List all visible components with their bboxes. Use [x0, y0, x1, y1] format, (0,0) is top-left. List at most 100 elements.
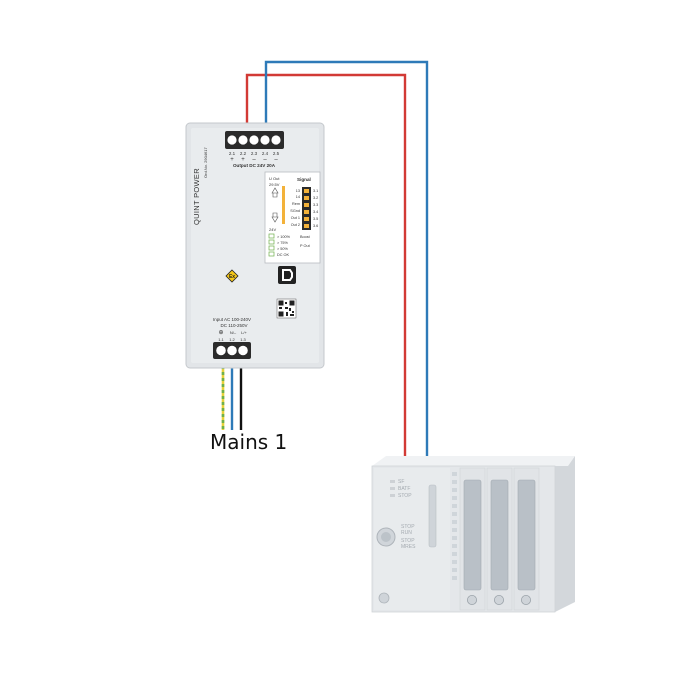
led-label: > 75%: [277, 241, 288, 245]
qr-module: [292, 311, 294, 313]
uout-label: U Out: [269, 176, 280, 181]
led-label: > 100%: [277, 235, 291, 239]
wire-positive-red: [245, 73, 407, 472]
signal-left-labels: 13 14 Rem SGnd Out 1 Out 2: [290, 189, 300, 227]
signal-label: 14: [296, 195, 300, 199]
input-terminal-numbers: 1.1 1.2 1.3: [218, 337, 246, 342]
qr-code-icon: [276, 298, 297, 319]
dc-wires: [245, 60, 429, 472]
io-led: [452, 488, 457, 492]
signal-terminal-slots: [304, 189, 309, 228]
io-led: [452, 528, 457, 532]
signal-terminal-number: 3.2: [313, 196, 318, 200]
signal-label: SGnd: [290, 209, 300, 213]
input-terminal-number: 1.3: [240, 337, 246, 342]
qr-module: [286, 312, 288, 316]
boost-label: Boost: [300, 235, 311, 239]
plc-status-leds: [390, 480, 395, 497]
signal-right-labels: 3.1 3.2 3.3 3.4 3.5 3.6: [313, 189, 318, 228]
qr-module: [279, 307, 282, 309]
signal-slot: [304, 210, 309, 214]
plc-memory-card-slot: [428, 484, 437, 548]
io-led: [452, 496, 457, 500]
signal-terminal-number: 3.1: [313, 189, 318, 193]
io-module-window: [490, 479, 509, 591]
plc-side-face: [555, 456, 575, 612]
plc-status-label: BATF: [398, 486, 410, 492]
output-rating-label: Output DC 24V 20A: [233, 163, 276, 168]
io-module-screw: [521, 595, 532, 606]
mains-label: Mains 1: [210, 430, 287, 454]
input-rating-label-ac: Input AC 100-240V: [213, 317, 251, 322]
qr-module: [289, 308, 291, 311]
io-led: [452, 512, 457, 516]
plc-status-labels: SF BATF STOP: [398, 479, 412, 499]
plc-mode-label: STOP: [401, 524, 415, 530]
terminal-screw: [216, 345, 226, 356]
io-led: [452, 568, 457, 572]
led-indicator: [268, 245, 275, 251]
io-module-screw: [493, 595, 504, 606]
io-led: [452, 520, 457, 524]
brand-logo-glyph: [282, 269, 293, 281]
qr-finder: [289, 300, 295, 306]
qr-module: [290, 314, 294, 316]
plc-led: [390, 487, 395, 490]
io-led: [452, 536, 457, 540]
led-indicator: [268, 251, 275, 257]
plc-top-face: [372, 456, 575, 466]
plc-status-label: SF: [398, 479, 404, 485]
polarity-mark: +: [241, 157, 245, 163]
input-terminal-screws: [216, 345, 248, 356]
terminal-screw: [227, 345, 237, 356]
led-indicator: [268, 239, 275, 245]
signal-slot: [304, 224, 309, 228]
voltage-24v-label: 24V: [269, 227, 276, 232]
signal-label: 13: [296, 189, 300, 193]
output-terminal-number: 2.2: [240, 151, 247, 156]
io-module-screw: [466, 595, 477, 606]
signal-slot: [304, 196, 309, 200]
io-led: [452, 504, 457, 508]
output-terminal-numbers: 2.1 2.2 2.3 2.4 2.5: [229, 151, 280, 156]
output-terminal-screws: [227, 135, 281, 145]
terminal-screw: [238, 345, 248, 356]
signal-terminal-number: 3.3: [313, 203, 318, 207]
plc-led: [390, 480, 395, 483]
signal-terminal-number: 3.6: [313, 224, 318, 228]
potentiometer-slot: [282, 186, 285, 224]
io-led: [452, 552, 457, 556]
io-led: [452, 576, 457, 580]
status-leds: [268, 233, 275, 257]
qr-module: [285, 302, 287, 304]
polarity-mark: +: [230, 157, 234, 163]
io-module-window: [463, 479, 482, 591]
input-terminal-number: 1.1: [218, 337, 224, 342]
io-led: [452, 544, 457, 548]
polarity-mark: –: [263, 157, 267, 163]
led-label: DC OK: [277, 253, 289, 257]
signal-label: Out 1: [291, 216, 300, 220]
mains-wires: [221, 366, 243, 430]
io-led: [452, 560, 457, 564]
uout-potentiometer-arrow-icon: [271, 187, 279, 198]
signal-label: Rem: [292, 202, 300, 206]
wire-negative-blue: [264, 60, 429, 472]
plc-mode-selector-inner: [381, 532, 391, 542]
plc-controller: SF BATF STOP STOP RUN STOP MRES: [371, 456, 575, 613]
ex-mark-icon: [225, 269, 239, 283]
input-terminal-number: 1.2: [229, 337, 235, 342]
signal-header: Signal: [297, 177, 311, 182]
io-led: [452, 480, 457, 484]
signal-label: Out 2: [291, 223, 300, 227]
output-terminal-number: 2.3: [251, 151, 258, 156]
qr-finder: [278, 311, 284, 317]
input-rating-label-dc: DC 110-250V: [221, 323, 248, 328]
signal-slot: [304, 217, 309, 221]
input-symbol-neutral: N/–: [230, 330, 237, 335]
terminal-screw: [249, 135, 259, 145]
output-terminal-number: 2.1: [229, 151, 236, 156]
terminal-screw: [238, 135, 248, 145]
output-terminal-number: 2.5: [273, 151, 280, 156]
output-polarity-marks: + + – – –: [230, 157, 278, 163]
